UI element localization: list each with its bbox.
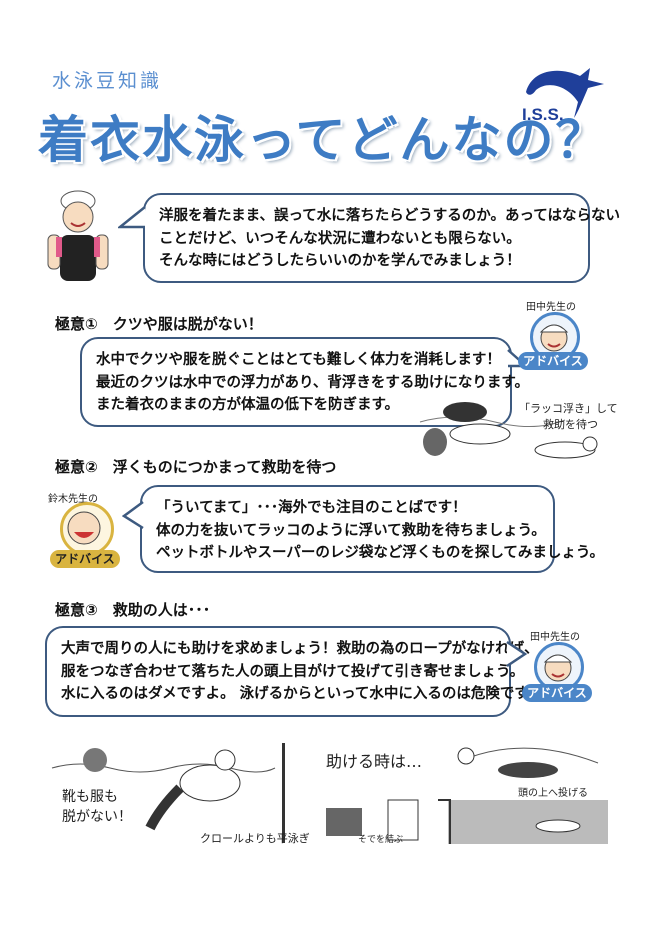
section-2-line: 体の力を抜いてラッコのように浮いて救助を待ちましょう。 — [156, 522, 546, 539]
page-title: 着衣水泳ってどんなの？ — [38, 111, 608, 169]
section-heading-2: 極意② 浮くものにつかまって救助を待つ — [55, 458, 337, 476]
section-3-line: 服をつなぎ合わせて落ちた人の頭上目がけて投げて引き寄せましょう。 — [61, 663, 525, 680]
breaststroke-illustration: 靴も服も 脱がない！ クロールよりも平泳ぎ — [50, 738, 310, 848]
section-2-speech-bubble: 「ういてまて」･･･海外でも注目のことばです！ 体の力を抜いてラッコのように浮い… — [140, 485, 605, 573]
advice-badge: アドバイス — [50, 550, 120, 568]
illustration-title: 助ける時は… — [326, 752, 423, 771]
teacher-face-icon — [543, 654, 573, 682]
bubble-tail — [118, 206, 146, 229]
intro-line: 洋服を着たまま、誤って水に落ちたらどうするのか。あってはならない — [159, 208, 620, 224]
bubble-tail — [506, 640, 528, 668]
section-2-line: 「ういてまて」･･･海外でも注目のことばです！ — [156, 500, 467, 516]
illustration-caption: そでを結ぶ — [358, 835, 404, 845]
section-1-line: 水中でクツや服を脱ぐことはとても難しく体力を消耗します！ — [96, 352, 501, 368]
illustration-caption: 靴も服も — [62, 789, 118, 805]
advice-badge: アドバイス — [522, 684, 592, 702]
suzuki-advisor-icon: 鈴木先生の アドバイス — [42, 486, 126, 572]
advisor-name: 田中先生の — [526, 302, 576, 313]
bubble-tail — [122, 500, 144, 530]
iss-logo: I.S.S. — [518, 62, 604, 124]
tanaka-advisor-icon: 田中先生の アドバイス — [512, 298, 592, 370]
swimmer-character-illustration — [38, 185, 120, 285]
intro-line: そんな時にはどうしたらいいのかを学んでみましょう！ — [159, 253, 521, 269]
section-heading-3: 極意③ 救助の人は･･･ — [55, 601, 211, 619]
advisor-name: 鈴木先生の — [48, 494, 98, 505]
section-3-line: 大声で周りの人にも助けを求めましょう！救助の為のロープがなければ、 — [61, 641, 539, 657]
illustration-caption: 救助を待つ — [543, 418, 598, 431]
intro-line: ことだけど、いつそんな状況に遭わないとも限らない。 — [159, 230, 521, 247]
section-heading-1: 極意① クツや服は脱がない！ — [55, 315, 263, 333]
tanaka-advisor-icon: 田中先生の アドバイス — [516, 628, 596, 702]
intro-speech-bubble: 洋服を着たまま、誤って水に落ちたらどうするのか。あってはならない ことだけど、い… — [143, 193, 620, 283]
svg-text:I.S.S.: I.S.S. — [522, 105, 564, 124]
illustration-caption: 頭の上へ投げる — [518, 788, 588, 799]
teacher-face-icon — [67, 511, 101, 545]
rescue-throw-illustration: 助ける時は… 頭の上へ投げる そでを結ぶ — [318, 738, 610, 848]
page-subtitle: 水泳豆知識 — [52, 70, 163, 92]
section-2-line: ペットボトルやスーパーのレジ袋など浮くものを探してみましょう。 — [156, 545, 605, 561]
section-1-line: 最近のクツは水中での浮力があり、背浮きをする助けになります。 — [96, 374, 529, 391]
illustration-caption: クロールよりも平泳ぎ — [200, 832, 310, 845]
section-3-line: 水に入るのはダメですよ。 泳げるからといって水中に入るのは危険です！ — [61, 686, 544, 702]
illustration-caption: 脱がない！ — [62, 809, 132, 825]
teacher-face-icon — [539, 324, 569, 352]
section-1-speech-bubble: 水中でクツや服を脱ぐことはとても難しく体力を消耗します！ 最近のクツは水中での浮… — [80, 337, 529, 427]
advice-badge: アドバイス — [518, 352, 588, 370]
illustration-caption: 「ラッコ浮き」して — [519, 402, 618, 415]
advisor-name: 田中先生の — [530, 632, 580, 643]
sea-otter-float-illustration: 「ラッコ浮き」して 救助を待つ — [415, 392, 618, 464]
section-3-speech-bubble: 大声で周りの人にも助けを求めましょう！救助の為のロープがなければ、 服をつなぎ合… — [45, 626, 544, 717]
section-1-line: また着衣のままの方が体温の低下を防ぎます。 — [96, 397, 400, 413]
